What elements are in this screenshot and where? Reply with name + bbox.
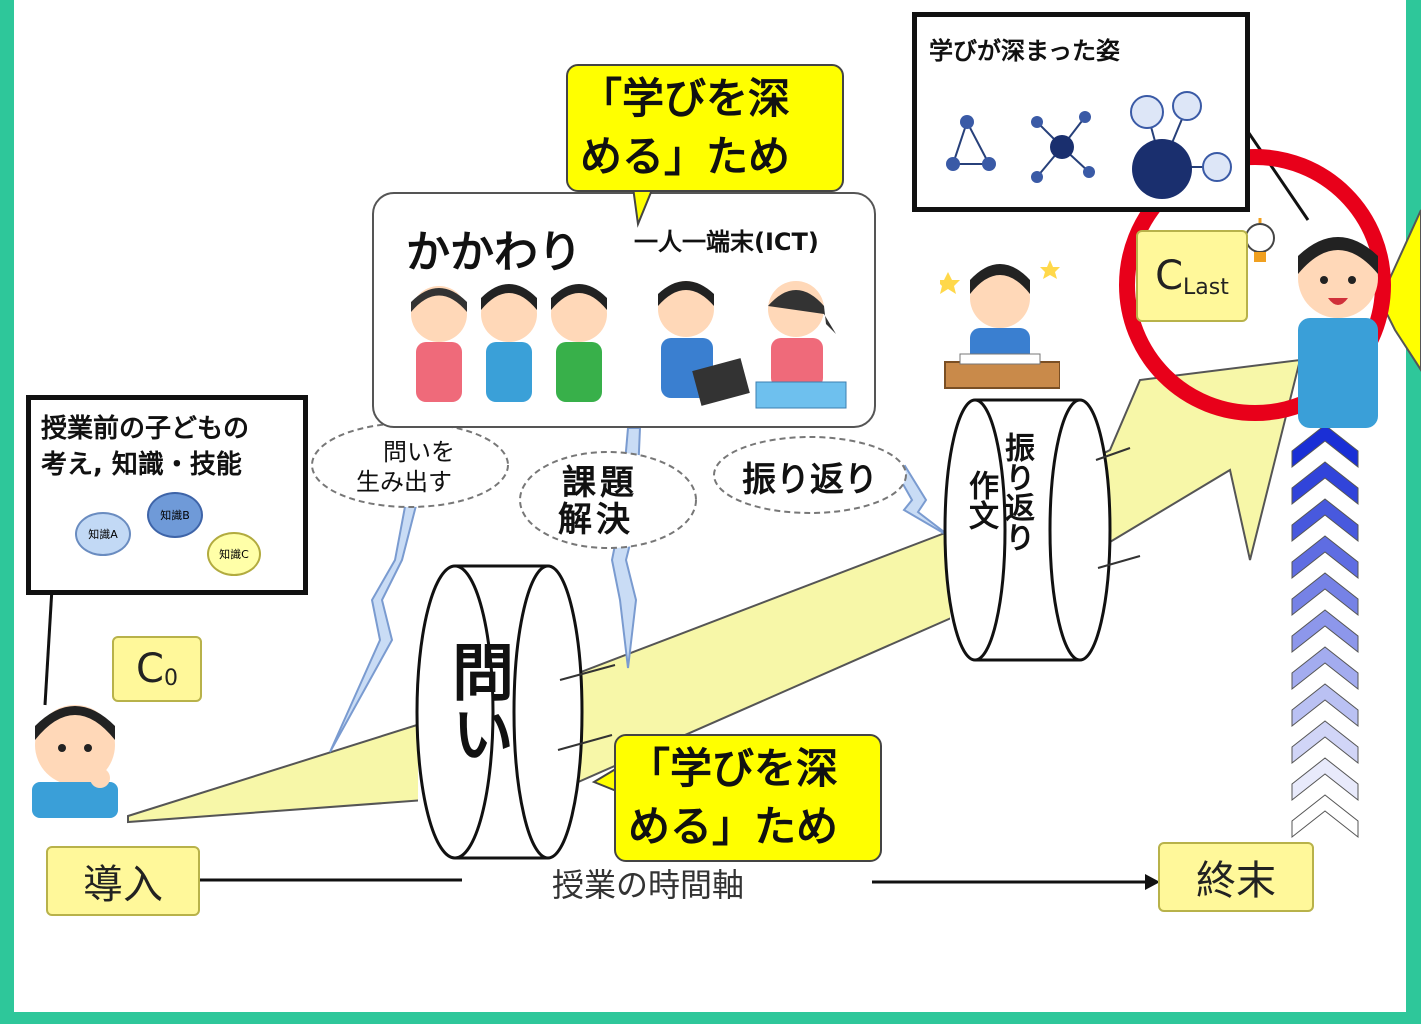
deepen-bottom-line1: 「学びを深 [628, 744, 839, 793]
after-box-title: 学びが深まった姿 [929, 37, 1121, 65]
cylinder-furikaeri [943, 398, 1141, 662]
cylinder-toi-text: 問い [441, 640, 514, 764]
cylinder-furikaeri-col1: 振り返り [999, 432, 1034, 552]
chevron-icon [1291, 720, 1359, 765]
knowledge-node-a: 知識A [75, 512, 131, 556]
thinking-child-icon [32, 705, 118, 818]
knowledge-node-b-label: 知識B [160, 509, 190, 522]
highlight-circle [1119, 149, 1391, 421]
chevron-icon [1291, 683, 1359, 728]
chevron-icon [1291, 498, 1359, 543]
chevron-icon [1291, 535, 1359, 580]
deepen-bubble-top: 「学びを深 める」ため [566, 64, 844, 228]
network-diagrams [946, 91, 1232, 199]
chevron-stack [1291, 424, 1359, 839]
tablet-children-icon [658, 281, 847, 409]
deepen-top-line2: める」ため [580, 132, 791, 181]
chevron-icon [1291, 609, 1359, 654]
lightning-toi-umidasu [329, 477, 422, 753]
studying-child-icon [940, 260, 1060, 389]
chevron-icon [1291, 794, 1359, 839]
before-class-box: 授業前の子どもの 考え, 知識・技能 知識A 知識B 知識C [26, 395, 308, 595]
knowledge-node-c-label: 知識C [219, 548, 249, 561]
after-box-connector [1238, 119, 1310, 221]
before-box-title-2: 考え, 知識・技能 [41, 450, 242, 480]
before-box-connector [43, 587, 54, 706]
ellipse-kadai [519, 451, 697, 549]
kakawari-title: かかわり [406, 227, 582, 278]
talking-children-icon [411, 284, 607, 402]
chevron-icon [1291, 572, 1359, 617]
deepen-bottom-line2: める」ため [628, 802, 839, 851]
kakawari-box: かかわり 一人一端末(ICT) [372, 192, 876, 428]
cylinder-furikaeri-col2: 作文 [963, 470, 998, 530]
lightning-furikaeri [893, 464, 953, 539]
chevron-icon [1291, 646, 1359, 691]
chevron-icon [1291, 424, 1359, 469]
furikaeri-ellipse-text: 振り返り [742, 460, 878, 500]
deepened-learning-box: 学びが深まった姿 [912, 12, 1250, 212]
ict-label: 一人一端末(ICT) [634, 228, 819, 256]
happy-child-icon [1298, 237, 1378, 428]
ellipse-furikaeri [713, 436, 907, 514]
time-axis-arrowhead [1145, 874, 1160, 890]
end-label: 終末 [1158, 842, 1314, 912]
toi-umidasu-line1: 問いを [383, 438, 455, 466]
deepen-top-line1: 「学びを深 [580, 74, 791, 123]
kadai-line2: 解決 [558, 500, 634, 540]
chevron-icon [1291, 757, 1359, 802]
c0-main: C [136, 646, 164, 692]
chevron-icon [1291, 461, 1359, 506]
clast-main: C [1155, 253, 1184, 299]
right-edge-bubble [1378, 209, 1421, 372]
clast-sub: Last [1183, 274, 1229, 300]
toi-umidasu-line2: 生み出す [356, 468, 452, 496]
intro-label: 導入 [46, 846, 200, 916]
cylinder-toi [415, 564, 616, 860]
deepen-bubble-bottom: 「学びを深 める」ため [591, 734, 882, 862]
knowledge-node-c: 知識C [207, 532, 261, 576]
knowledge-node-b: 知識B [147, 492, 203, 538]
before-box-title-1: 授業前の子どもの [41, 414, 250, 444]
c0-sub: 0 [163, 665, 178, 691]
lightbulb-icon [1245, 218, 1275, 262]
time-axis-label: 授業の時間軸 [552, 866, 745, 904]
knowledge-node-a-label: 知識A [88, 528, 118, 541]
kadai-line1: 課題 [562, 463, 638, 503]
